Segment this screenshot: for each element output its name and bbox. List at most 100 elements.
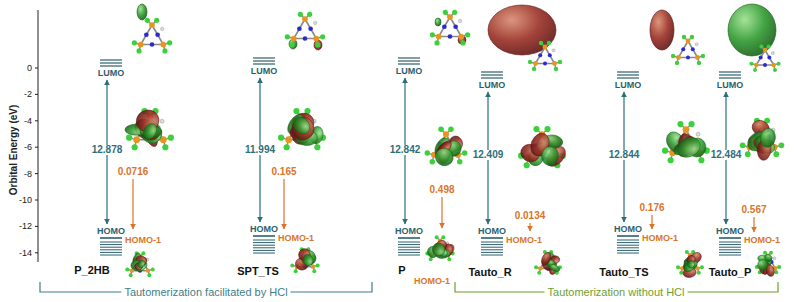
occupied-level xyxy=(398,255,420,256)
occupied-level xyxy=(481,252,503,253)
occupied-level xyxy=(481,247,503,248)
lumo-level xyxy=(481,71,503,72)
axis-title: Orbital Energy (eV) xyxy=(9,104,19,197)
occupied-level xyxy=(617,247,639,248)
chlorine-atom xyxy=(677,121,683,127)
nitrogen-atom xyxy=(681,47,685,51)
lumo-level xyxy=(100,62,122,63)
phosphorus-atom xyxy=(443,131,449,137)
occupied-level xyxy=(719,247,741,248)
homo1-label: HOMO-1 xyxy=(641,234,679,243)
orbital-label: HOMO xyxy=(477,227,507,236)
phosphorus-atom xyxy=(133,136,140,143)
occupied-level xyxy=(253,245,275,246)
lumo-orbital xyxy=(430,10,471,46)
chlorine-atom xyxy=(767,44,771,48)
lumo-level xyxy=(253,63,275,64)
occupied-level xyxy=(398,242,420,243)
lumo-level xyxy=(253,57,275,58)
chlorine-atom xyxy=(447,257,451,261)
nitrogen-atom xyxy=(297,26,302,31)
occupied-level xyxy=(100,249,122,250)
molecular-orbital xyxy=(278,108,326,150)
molecular-orbital xyxy=(425,127,468,170)
orbital-lobe xyxy=(290,114,314,138)
occupied-level xyxy=(617,253,639,254)
hydrogen-atom xyxy=(771,52,774,55)
chlorine-atom xyxy=(740,142,746,148)
hydrogen-atom xyxy=(695,43,698,46)
homo-level xyxy=(719,237,741,239)
energy-gap: 12.484 xyxy=(710,150,743,160)
occupied-level xyxy=(719,252,741,253)
chlorine-atom xyxy=(290,263,294,267)
homo1-gap: 0.0716 xyxy=(117,167,150,177)
chlorine-atom xyxy=(145,18,150,23)
orbital-lobe xyxy=(136,259,146,269)
chlorine-atom xyxy=(749,62,753,66)
chlorine-atom xyxy=(547,41,551,45)
chlorine-atom xyxy=(136,48,141,53)
homo1-gap: 0.567 xyxy=(740,205,767,215)
structure-name: SPT_TS xyxy=(236,266,280,277)
orbital-lobe xyxy=(549,263,561,273)
tick-label: 0 xyxy=(26,64,33,73)
nitrogen-atom xyxy=(759,56,763,60)
lumo-level xyxy=(617,77,639,78)
nitrogen-atom xyxy=(303,36,308,41)
lumo-orbital xyxy=(132,4,173,53)
orbital-lobe xyxy=(728,4,776,56)
molecular-orbital xyxy=(676,250,704,278)
hydrogen-atom xyxy=(160,27,163,30)
chlorine-atom xyxy=(125,267,129,271)
orbital-label: LUMO xyxy=(97,69,126,78)
energy-gap: 12.844 xyxy=(608,150,641,160)
phosphorus-atom xyxy=(160,42,166,48)
chlorine-atom xyxy=(278,135,284,141)
chlorine-atom xyxy=(320,34,325,39)
nitrogen-atom xyxy=(691,47,695,51)
chlorine-atom xyxy=(679,271,683,275)
occupied-level xyxy=(617,242,639,243)
chlorine-atom xyxy=(773,151,779,157)
chlorine-atom xyxy=(162,144,168,150)
occupied-level xyxy=(100,244,122,245)
chlorine-atom xyxy=(443,10,448,15)
chlorine-atom xyxy=(682,35,686,39)
chlorine-atom xyxy=(777,62,781,66)
chlorine-atom xyxy=(457,159,463,165)
occupied-level xyxy=(100,242,122,243)
tick-label: -6 xyxy=(23,143,33,152)
orbital-lobe xyxy=(314,40,322,50)
chlorine-atom xyxy=(532,67,536,71)
homo1-label: HOMO-1 xyxy=(277,234,315,243)
homo1-label: HOMO-1 xyxy=(124,236,162,245)
occupied-level xyxy=(398,249,420,250)
molecular-orbital xyxy=(662,121,710,163)
chlorine-atom xyxy=(441,235,445,239)
homo1-gap: 0.0134 xyxy=(514,211,547,221)
chlorine-atom xyxy=(763,251,767,255)
nitrogen-atom xyxy=(538,53,542,57)
homo-level xyxy=(100,237,122,239)
occupied-level xyxy=(481,249,503,250)
occupied-level xyxy=(617,250,639,251)
lumo-level xyxy=(100,65,122,66)
lumo-level xyxy=(719,77,741,78)
hydrogen-atom xyxy=(552,49,555,52)
lumo-level xyxy=(719,71,741,72)
phosphorus-atom xyxy=(458,34,464,40)
nitrogen-atom xyxy=(308,26,313,31)
orbital-lobe xyxy=(650,10,674,50)
phosphorus-atom xyxy=(313,36,319,42)
tick-label: -4 xyxy=(23,116,33,125)
chlorine-atom xyxy=(697,61,701,65)
orbital-label: HOMO xyxy=(249,225,279,234)
chlorine-atom xyxy=(554,67,558,71)
nitrogen-atom xyxy=(155,32,160,37)
lumo-level xyxy=(719,74,741,75)
occupied-level xyxy=(719,244,741,245)
chlorine-atom xyxy=(435,235,439,239)
chlorine-atom xyxy=(132,144,138,150)
orbital-lobe xyxy=(431,242,445,256)
